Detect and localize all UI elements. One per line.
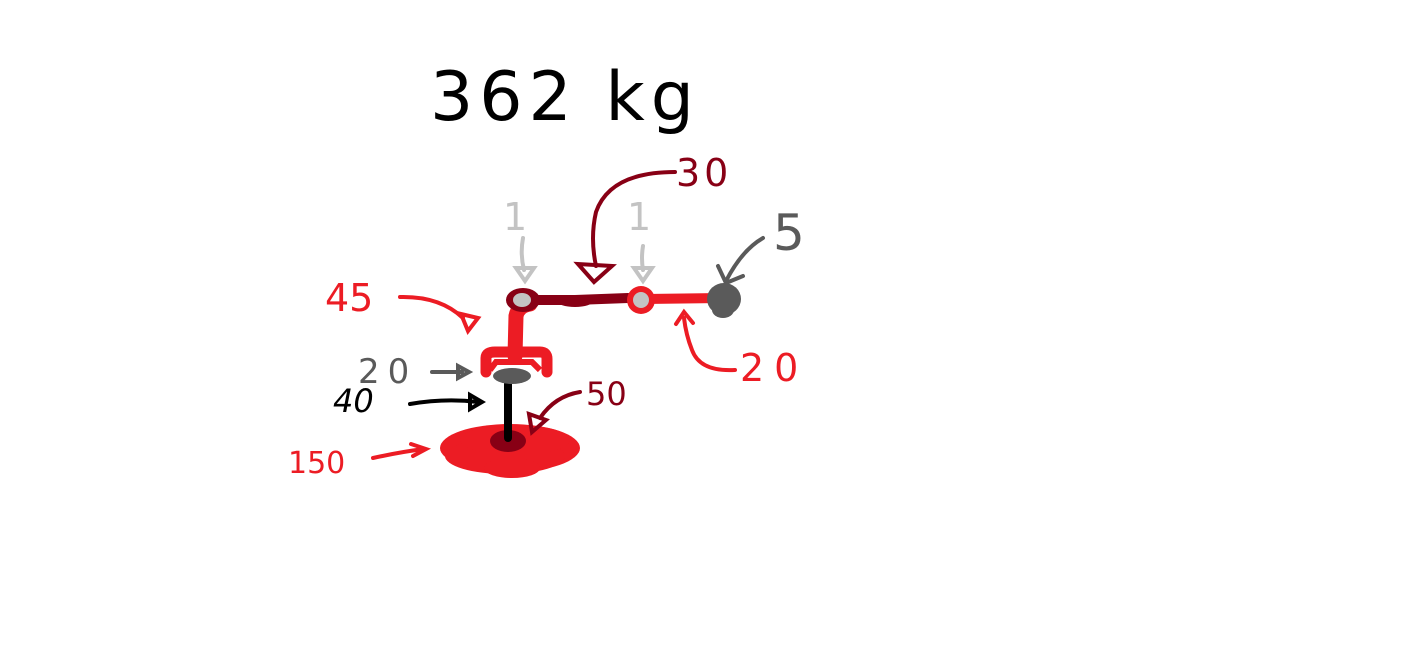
arrow-turntable [430,362,474,382]
arrow-post [408,391,486,413]
arrow-joint-left [512,236,538,285]
arrow-upper-arm [573,170,677,285]
label-shoulder: 45 [325,276,373,320]
label-post: 40 [333,382,374,420]
arrow-joint-right [630,244,656,285]
arrow-base [371,442,432,460]
joint-right [627,286,655,314]
label-upper-arm: 30 [676,151,732,195]
arrow-base-joint [526,390,582,436]
arrow-shoulder [398,294,482,335]
robot-base [440,424,580,478]
arrow-forearm [674,308,737,373]
label-joint-left: 1 [503,195,527,239]
label-end-effector: 5 [773,204,805,262]
joint-left [506,288,540,312]
total-mass-title: 362 kg [430,58,700,137]
arrow-end-effector [716,236,765,286]
label-base: 150 [288,446,345,481]
end-effector [707,283,741,318]
label-forearm: 20 [740,346,808,390]
label-joint-right: 1 [627,195,651,239]
label-turntable: 20 [358,352,417,392]
label-base-joint: 50 [586,375,627,413]
turntable-disk [493,368,531,384]
